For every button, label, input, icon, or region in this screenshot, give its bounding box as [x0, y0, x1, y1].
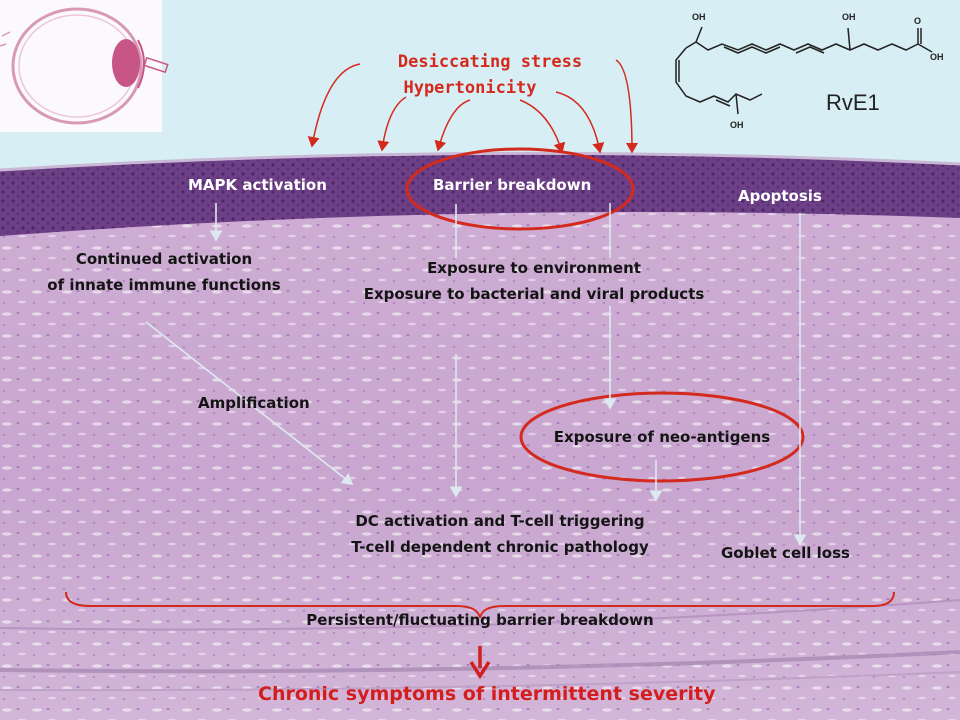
chronic-symptoms-label: Chronic symptoms of intermittent severit…	[258, 683, 716, 705]
dc-activation-label: DC activation and T-cell triggering	[355, 512, 645, 530]
exposure-bacterial-label: Exposure to bacterial and viral products	[363, 285, 705, 303]
barrier-breakdown-label: Barrier breakdown	[433, 176, 592, 194]
molecule-name: RvE1	[826, 90, 880, 115]
hydroxyl-label: OH	[692, 12, 706, 22]
flow-arrow	[145, 321, 354, 485]
neo-antigens-label: Exposure of neo-antigens	[553, 428, 771, 446]
amplification-label: Amplification	[198, 394, 310, 412]
rve1-structure-icon	[675, 26, 933, 115]
exposure-environment-label: Exposure to environment	[427, 259, 641, 277]
mapk-activation-label: MAPK activation	[188, 176, 327, 194]
innate-immune-label-line2: of innate immune functions	[47, 276, 281, 294]
apoptosis-label: Apoptosis	[738, 187, 822, 205]
innate-immune-label-line1: Continued activation	[75, 250, 253, 268]
stress-title: Desiccating stress	[397, 52, 583, 72]
carbonyl-label: O	[914, 16, 921, 26]
hydroxyl-label: OH	[930, 52, 944, 62]
eye-diagram-icon	[0, 0, 169, 132]
hydroxyl-label: OH	[730, 120, 744, 130]
stress-subtitle: Hypertonicity	[403, 78, 537, 98]
hydroxyl-label: OH	[842, 12, 856, 22]
persistent-barrier-label: Persistent/fluctuating barrier breakdown	[306, 611, 654, 629]
neo-antigens-highlight	[519, 391, 805, 483]
stress-arrows	[307, 59, 638, 154]
summary-brace	[65, 591, 895, 619]
t-cell-pathology-label: T-cell dependent chronic pathology	[351, 538, 649, 556]
barrier-breakdown-highlight	[405, 147, 635, 231]
goblet-cell-loss-label: Goblet cell loss	[721, 544, 850, 562]
